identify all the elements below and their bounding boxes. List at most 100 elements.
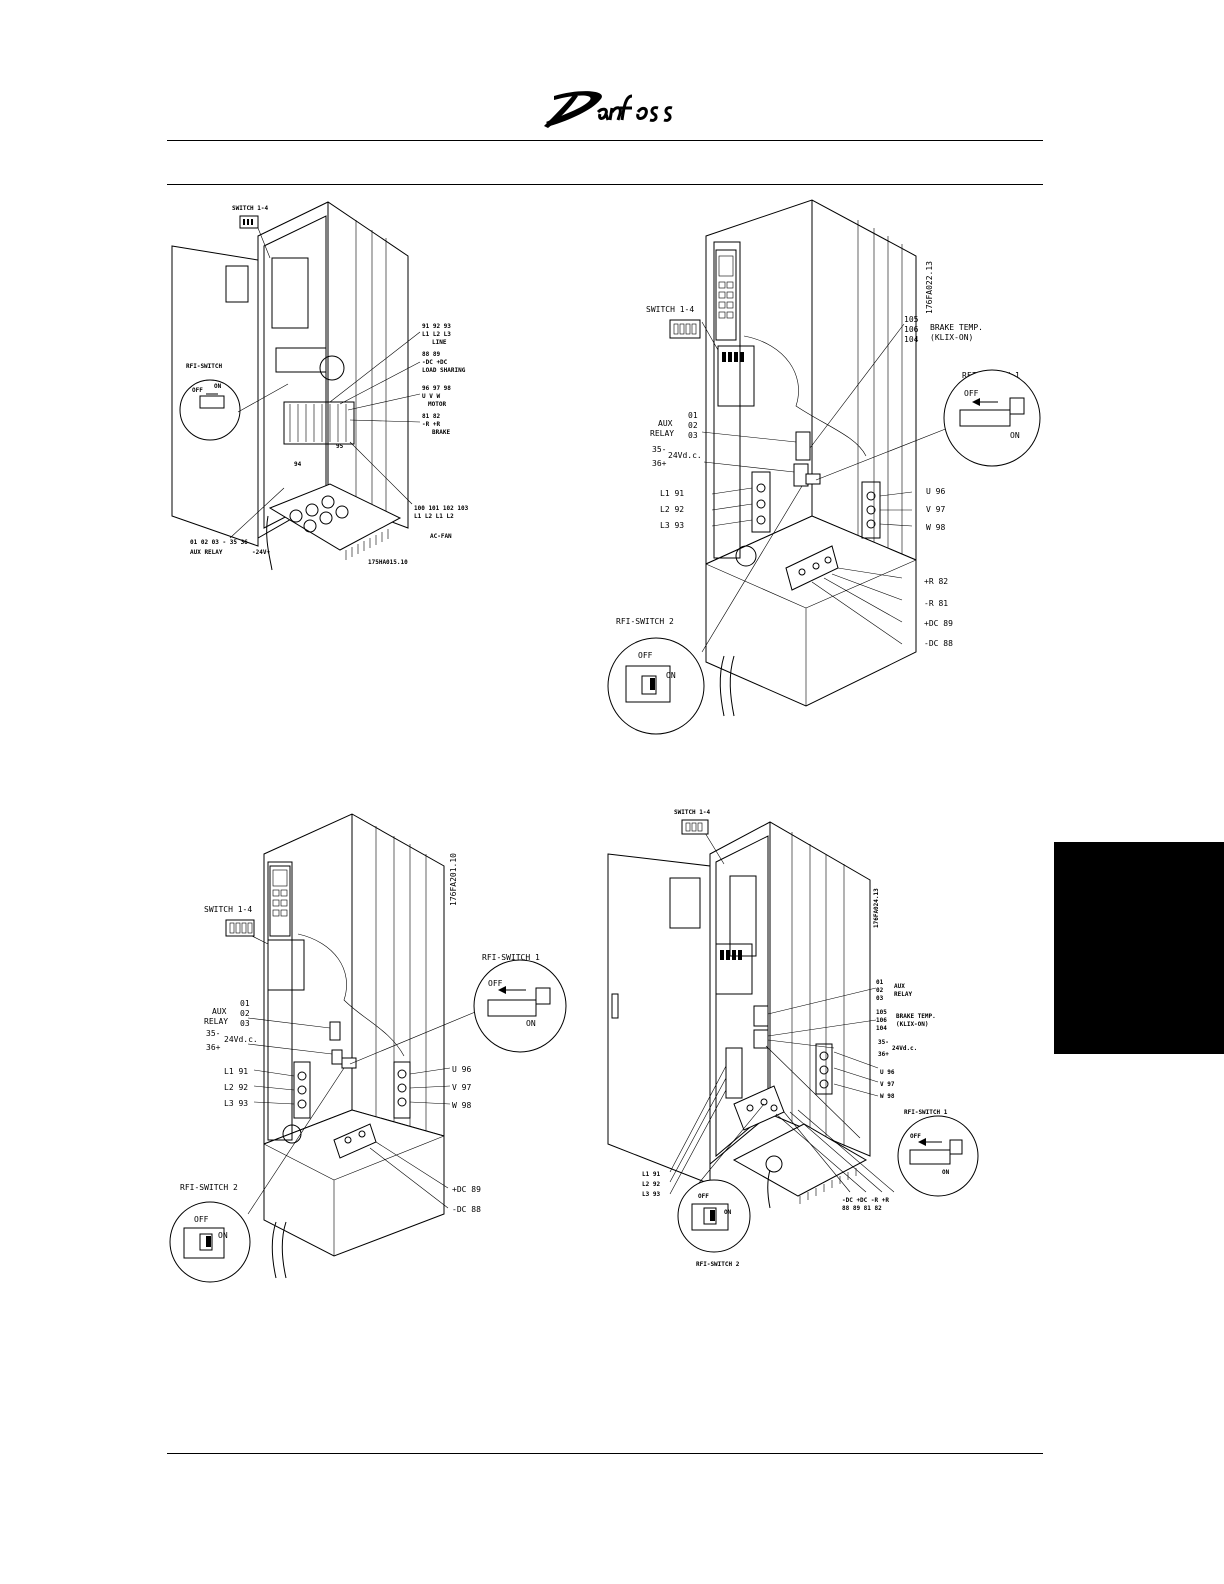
fig4-switch-label: SWITCH 1-4 [674,809,711,816]
fig2-rfi-switch-1-inset [943,369,1041,467]
fig1-load-nums: 88 89 [422,351,440,358]
header-rule-bottom [167,184,1043,185]
fig2-front-strip [713,241,741,559]
fig3-relay: RELAY [204,1017,228,1026]
fig4-rfi-switch-1-inset [897,1115,979,1197]
fig2-switch-1-4 [669,319,701,339]
fig4-t35: 35- [878,1039,889,1046]
fig4-b104: 104 [876,1025,887,1032]
fig1-fan-nums: 100 101 102 103 [414,505,469,512]
fig3-relay-terminal [329,1021,341,1041]
fig3-code: 176FA201.10 [449,853,458,906]
fig2-rfi2-label: RFI-SWITCH 2 [616,617,674,626]
fig1-gland-plate [268,483,402,551]
fig2-line-terminals [751,471,771,533]
fig2-aux: AUX [658,419,673,428]
fig2-cabinet [705,199,917,565]
fig4-gland-plate [732,1123,868,1197]
fig2-dc88: -DC 88 [924,639,953,648]
fig3-l2: L2 92 [224,1083,248,1092]
fig3-keypad [269,865,291,937]
fig2-relay-terminal [795,431,811,461]
fig1-rfi-on: ON [214,383,222,390]
fig3-w: W 98 [452,1101,471,1110]
footer-rule [167,1453,1043,1454]
fig3-base [263,1109,445,1257]
fig2-cable-gland [735,545,757,567]
fig3-24v: 24Vd.c. [224,1035,258,1044]
fig4-brake-temp: BRAKE TEMP. [896,1013,936,1020]
fig4-motor-terminals [815,1043,833,1095]
fig1-fan-phases: L1 L2 L1 L2 [414,513,454,520]
fig4-control-card [715,943,753,995]
fig3-motor-terminals [393,1061,411,1119]
fig2-r82: +R 82 [924,577,948,586]
fig3-rfi2-off: OFF [194,1215,209,1224]
fig4-rfi2-label: RFI-SWITCH 2 [696,1261,740,1268]
fig3-rfi1-on: ON [526,1019,536,1028]
fig4-control-board [729,875,757,957]
fig1-line-label: LINE [432,339,447,346]
fig3-r02: 02 [240,1009,250,1018]
fig3-cabinet [263,813,445,1145]
fig4-r01: 01 [876,979,884,986]
fig2-r01: 01 [688,411,698,420]
fig2-rfi1-on: ON [1010,431,1020,440]
fig4-rfi1-off: OFF [910,1133,921,1140]
figure-4: SWITCH 1-4 176FA024.13 01 02 03 AUX RELA… [604,804,1004,1274]
fig2-b106: 106 [904,325,919,334]
fig4-l3: L3 93 [642,1191,660,1198]
fig1-brake-label: BRAKE [432,429,450,436]
fig2-r02: 02 [688,421,698,430]
fig1-door-window [225,265,249,303]
fig2-base [705,515,917,707]
fig2-r81: -R 81 [924,599,948,608]
fig1-line-phases: L1 L2 L3 [422,331,451,338]
fig4-t36: 36+ [878,1051,889,1058]
fig3-24v-terminal [331,1049,343,1065]
fig4-b106: 106 [876,1017,887,1024]
fig2-v: V 97 [926,505,945,514]
fig1-switch-label: SWITCH 1-4 [232,205,269,212]
fig3-t36: 36+ [206,1043,221,1052]
fig3-t35: 35- [206,1029,220,1038]
fig4-klix: (KLIX-ON) [896,1021,929,1028]
fig3-u: U 96 [452,1065,471,1074]
fig4-brake-terminal [753,1029,769,1049]
fig1-24v: -24V+ [252,549,270,556]
fig4-rfi1-on: ON [942,1169,950,1176]
fig4-rfi2-off: OFF [698,1193,709,1200]
fig1-relay-nums: 01 02 03 - 35 36 [190,539,248,546]
figure-1: SWITCH 1-4 OFF ON RFI-SWITCH 91 92 93 L1… [160,198,500,582]
fig2-klix: (KLIX-ON) [930,333,973,342]
fig3-r03: 03 [240,1019,250,1028]
fig1-control-board [271,257,309,329]
fig2-keypad [715,249,737,341]
fig1-motor-phases: U V W [422,393,440,400]
fig4-24v: 24Vd.c. [892,1045,917,1052]
fig1-rfi-off: OFF [192,387,203,394]
fig2-dc89: +DC 89 [924,619,953,628]
fig3-control-card [267,939,305,991]
fig3-cable-gland [282,1124,302,1144]
danfoss-logo-art [544,91,673,128]
fig4-r02: 02 [876,987,884,994]
fig3-v: V 97 [452,1083,471,1092]
fig1-rfi-switch-inset [179,379,241,441]
fig1-rfi-label: RFI-SWITCH [186,363,223,370]
fig3-front-strip [267,861,293,1141]
fig2-l1: L1 91 [660,489,684,498]
fig4-relay-terminal [753,1005,769,1027]
fig3-dc89: +DC 89 [452,1185,481,1194]
fig2-b104: 104 [904,335,919,344]
fig4-door-handle [611,993,619,1019]
fig4-v: V 97 [880,1081,895,1088]
fig4-l2: L2 92 [642,1181,660,1188]
fig2-24v: 24Vd.c. [668,451,702,460]
fig3-l1: L1 91 [224,1067,248,1076]
fig4-code: 176FA024.13 [873,888,880,928]
fig2-r03: 03 [688,431,698,440]
fig3-cable [271,1221,277,1279]
fig1-terminal-block [283,401,355,445]
fig3-rfi-switch-1-inset [473,959,567,1053]
